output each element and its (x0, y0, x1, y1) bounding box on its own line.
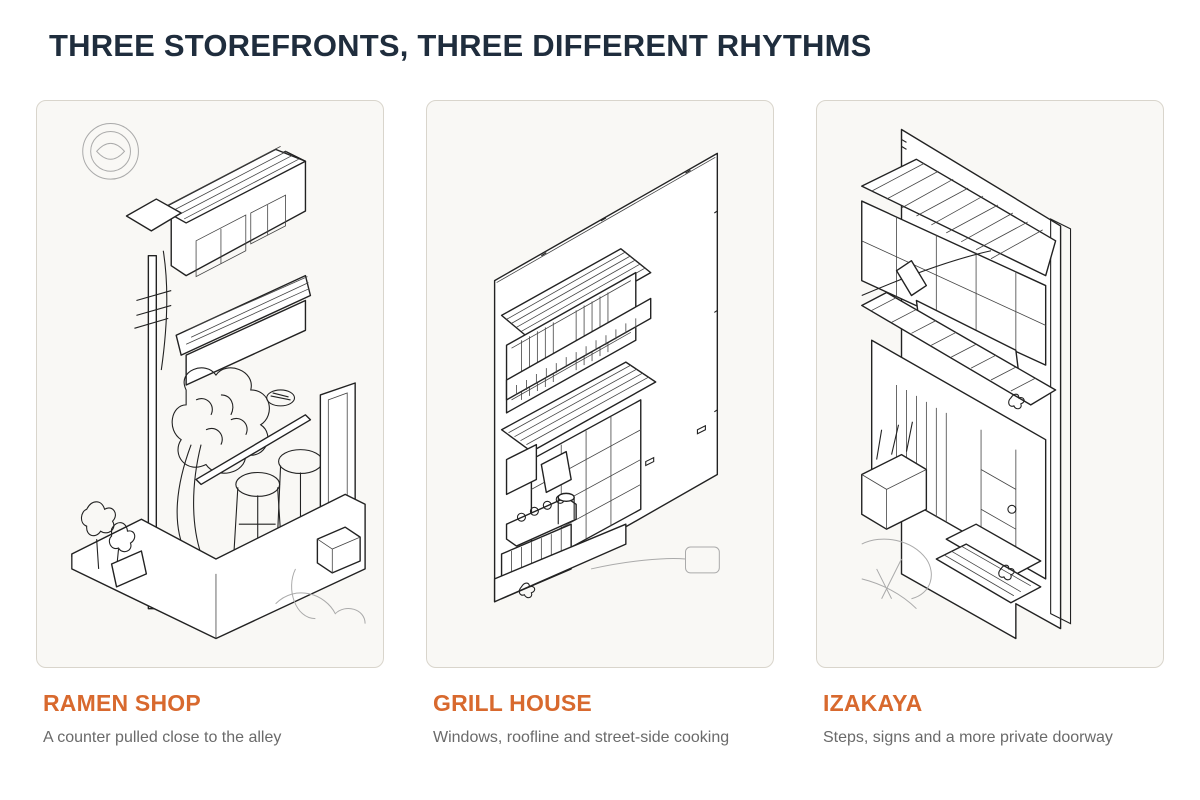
page-title: THREE STOREFRONTS, THREE DIFFERENT RHYTH… (49, 28, 872, 63)
grill-house-card[interactable] (426, 100, 774, 668)
grill-house-caption: Windows, roofline and street-side cookin… (433, 729, 730, 746)
ramen-shop-title: RAMEN SHOP (43, 690, 201, 716)
izakaya-title: IZAKAYA (823, 690, 923, 716)
izakaya-illustration (861, 128, 1072, 640)
ramen-shop-illustration (71, 123, 366, 640)
brand-seal-icon (82, 123, 139, 180)
ramen-shop-caption: A counter pulled close to the alley (43, 729, 282, 746)
izakaya-caption: Steps, signs and a more private doorway (823, 729, 1113, 746)
ramen-shop-card[interactable] (36, 100, 384, 668)
grill-house-illustration (493, 152, 720, 603)
izakaya-card[interactable] (816, 100, 1164, 668)
grill-house-title: GRILL HOUSE (433, 690, 592, 716)
